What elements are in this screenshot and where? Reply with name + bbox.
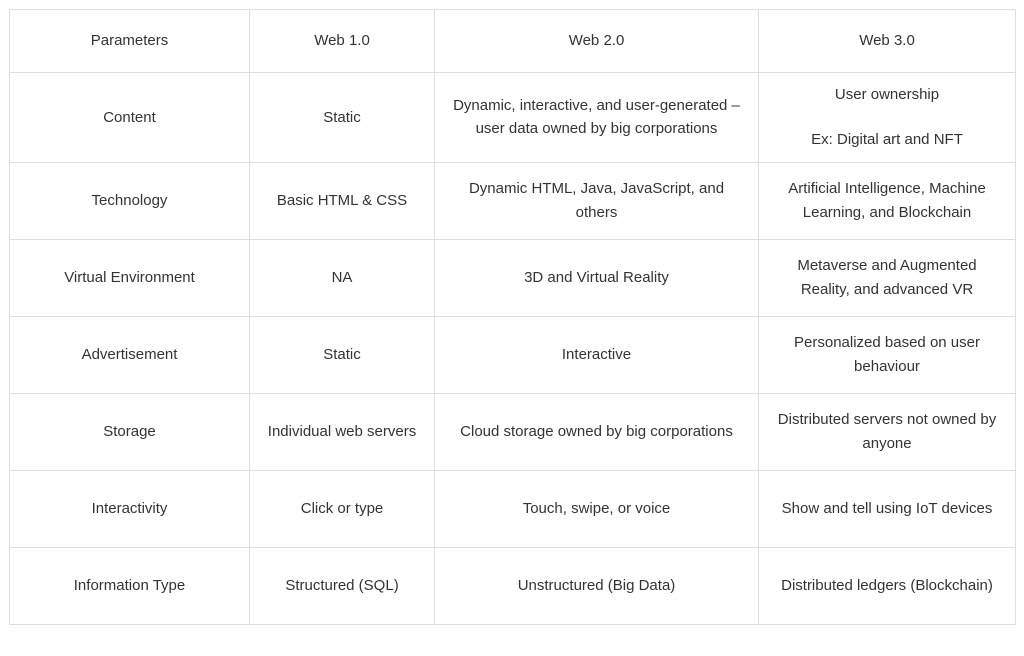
cell-web1: Basic HTML & CSS [249, 161, 435, 240]
cell-web1: Individual web servers [249, 392, 435, 471]
cell-web3-line: User ownership [834, 86, 940, 103]
cell-parameter: Interactivity [9, 469, 250, 548]
cell-web1: Structured (SQL) [249, 546, 435, 625]
cell-web3-line: Ex: Digital art and NFT [811, 131, 963, 149]
table-body: Content Static Dynamic, interactive, and… [9, 72, 1016, 625]
cell-web1: Click or type [249, 469, 435, 548]
cell-web2: Touch, swipe, or voice [434, 469, 759, 548]
cell-web3-line: Metaverse and Augmented Reality, and adv… [797, 257, 977, 298]
cell-web2: Dynamic, interactive, and user-generated… [434, 72, 759, 163]
cell-web3: Show and tell using IoT devices [758, 469, 1016, 548]
cell-parameter: Virtual Environment [9, 238, 250, 317]
comparison-table-container: Parameters Web 1.0 Web 2.0 Web 3.0 Conte… [9, 9, 1016, 625]
cell-web3-line: Show and tell using IoT devices [781, 499, 993, 517]
table-header-row: Parameters Web 1.0 Web 2.0 Web 3.0 [9, 9, 1016, 73]
column-header-web2: Web 2.0 [434, 9, 759, 73]
table-row: Technology Basic HTML & CSS Dynamic HTML… [9, 161, 1016, 240]
cell-web2: Cloud storage owned by big corporations [434, 392, 759, 471]
cell-web1: Static [249, 72, 435, 163]
column-header-web3: Web 3.0 [758, 9, 1016, 73]
cell-parameter: Content [9, 72, 250, 163]
web-evolution-comparison-table: Parameters Web 1.0 Web 2.0 Web 3.0 Conte… [9, 9, 1016, 625]
table-row: Advertisement Static Interactive Persona… [9, 315, 1016, 394]
cell-parameter: Storage [9, 392, 250, 471]
cell-parameter: Advertisement [9, 315, 250, 394]
cell-web3: User ownership Ex: Digital art and NFT [758, 72, 1016, 163]
cell-web3: Distributed ledgers (Blockchain) [758, 546, 1016, 625]
column-header-parameters: Parameters [9, 9, 250, 73]
cell-web3-line: Distributed ledgers (Blockchain) [781, 576, 993, 594]
cell-web1: Static [249, 315, 435, 394]
cell-web3-line: Personalized based on user behaviour [794, 334, 980, 375]
table-row: Content Static Dynamic, interactive, and… [9, 72, 1016, 163]
cell-parameter: Information Type [9, 546, 250, 625]
cell-web3: Artificial Intelligence, Machine Learnin… [758, 161, 1016, 240]
column-header-web1: Web 1.0 [249, 9, 435, 73]
cell-web2: Interactive [434, 315, 759, 394]
cell-web2: Unstructured (Big Data) [434, 546, 759, 625]
cell-web3: Personalized based on user behaviour [758, 315, 1016, 394]
cell-parameter: Technology [9, 161, 250, 240]
cell-web2: Dynamic HTML, Java, JavaScript, and othe… [434, 161, 759, 240]
table-row: Interactivity Click or type Touch, swipe… [9, 469, 1016, 548]
cell-web3: Distributed servers not owned by anyone [758, 392, 1016, 471]
table-row: Storage Individual web servers Cloud sto… [9, 392, 1016, 471]
table-row: Information Type Structured (SQL) Unstru… [9, 546, 1016, 625]
table-header: Parameters Web 1.0 Web 2.0 Web 3.0 [9, 9, 1016, 73]
table-row: Virtual Environment NA 3D and Virtual Re… [9, 238, 1016, 317]
cell-web2: 3D and Virtual Reality [434, 238, 759, 317]
cell-web3-line: Artificial Intelligence, Machine Learnin… [788, 180, 986, 221]
cell-web3: Metaverse and Augmented Reality, and adv… [758, 238, 1016, 317]
cell-web3-line: Distributed servers not owned by anyone [777, 411, 997, 452]
cell-web1: NA [249, 238, 435, 317]
